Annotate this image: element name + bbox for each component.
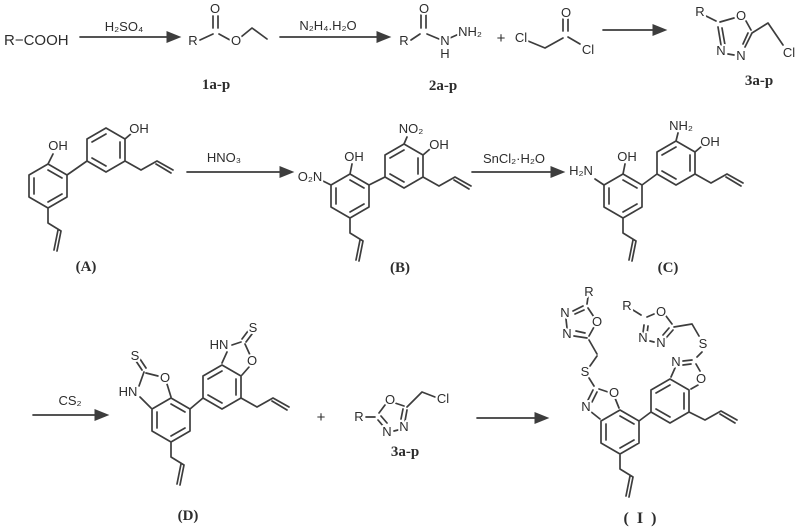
compound-C-diamine: OH H₂N NH₂ OH (C) — [567, 116, 744, 278]
oxadiazole-skeleton — [705, 15, 784, 56]
compound-label-2ap: 2a-p — [429, 78, 457, 94]
atom-o: O — [592, 314, 602, 329]
compound-A-magnolol: OH OH (A) — [28, 119, 174, 277]
compound-chloroacetyl-chloride: Cl O Cl — [513, 3, 596, 59]
atom-s: S — [249, 320, 258, 335]
atom-hn: HN — [119, 384, 138, 399]
atom-r: R — [188, 33, 197, 48]
reactant-rcooh: R−COOH — [4, 32, 69, 49]
atom-n: N — [560, 305, 569, 320]
atom-n: N — [736, 48, 745, 63]
step-nitration: HNO₃ — [186, 148, 295, 178]
atom-oh: OH — [700, 134, 720, 149]
atom-o: O — [696, 371, 706, 386]
atom-nh2: NH₂ — [669, 118, 693, 133]
compound-c-skeleton — [594, 132, 744, 262]
atom-o: O — [385, 392, 395, 407]
atom-o: O — [247, 353, 257, 368]
atom-n: N — [399, 419, 408, 434]
atom-o: O — [210, 1, 220, 16]
atom-o: O — [160, 370, 170, 385]
compound-ester-1ap: R O O 1a-p — [186, 0, 268, 95]
atom-s: S — [581, 364, 590, 379]
atom-s: S — [131, 348, 140, 363]
atom-s: S — [699, 336, 708, 351]
atom-o: O — [561, 5, 571, 20]
compound-label-C: (C) — [658, 260, 679, 276]
atom-o: O — [419, 1, 429, 16]
atom-cl: Cl — [783, 45, 795, 60]
oxadiazole-skeleton — [365, 391, 436, 432]
compound-label-3ap: 3a-p — [391, 444, 419, 460]
atom-hn: HN — [210, 337, 229, 352]
atom-nh2: NH₂ — [458, 24, 482, 39]
compound-B-dinitro: OH O₂N NO₂ OH (B) — [296, 119, 472, 278]
atom-no2: NO₂ — [399, 121, 424, 136]
product-skeleton — [565, 296, 738, 498]
atom-n: N — [716, 43, 725, 58]
atom-cl: Cl — [437, 391, 449, 406]
atom-o: O — [736, 8, 746, 23]
compound-hydrazide-2ap: R O N H NH₂ 2a-p — [397, 0, 484, 96]
compound-label-1ap: 1a-p — [202, 77, 230, 93]
atom-o: O — [231, 33, 241, 48]
atom-oh: OH — [617, 149, 637, 164]
compound-d-skeleton — [135, 330, 290, 486]
reagent-h2so4: H₂SO₄ — [105, 19, 144, 34]
compound-label-I: ( I ) — [624, 510, 659, 527]
reagent-hno3: HNO₃ — [207, 150, 241, 165]
atom-r: R — [399, 33, 408, 48]
step-thionation: CS₂ — [32, 391, 110, 421]
atom-n: N — [656, 335, 665, 350]
atom-h2n: H₂N — [569, 163, 593, 178]
plus-sign: + — [497, 30, 506, 47]
compound-oxadiazole-3ap-bottom: R O N N Cl 3a-p — [352, 389, 451, 462]
atom-r: R — [354, 409, 363, 424]
compound-D-bisbenzoxazolethione: S O HN HN S O (D) — [117, 318, 290, 526]
atom-n: N — [382, 424, 391, 439]
reagent-cs2: CS₂ — [58, 393, 81, 408]
reagent-sncl2: SnCl₂·H₂O — [483, 151, 545, 166]
compound-label-B: (B) — [390, 260, 410, 276]
atom-o: O — [656, 304, 666, 319]
atom-h: H — [440, 46, 449, 61]
compound-I-product: R R N N O O N N S S N O N O ( I ) — [558, 282, 738, 529]
step-reduction: SnCl₂·H₂O — [471, 149, 566, 178]
compound-oxadiazole-3ap-top: R O N N Cl 3a-p — [693, 2, 797, 91]
compound-label-D: (D) — [178, 508, 199, 524]
atom-cl: Cl — [515, 30, 527, 45]
atom-cl: Cl — [582, 42, 594, 57]
atom-r: R — [695, 4, 704, 19]
atom-o2n: O₂N — [298, 169, 323, 184]
atom-oh: OH — [48, 138, 68, 153]
atom-n: N — [638, 330, 647, 345]
atom-n: N — [440, 33, 449, 48]
acyl-chloride-skeleton — [527, 18, 581, 49]
atom-r: R — [622, 298, 631, 313]
atom-n: N — [581, 399, 590, 414]
compound-label-A: (A) — [76, 259, 97, 275]
atom-n: N — [671, 354, 680, 369]
atom-oh: OH — [344, 149, 364, 164]
compound-a-skeleton — [28, 127, 174, 252]
atom-r: R — [584, 284, 593, 299]
step1-esterification: R−COOH H₂SO₄ — [2, 17, 182, 51]
atom-o: O — [609, 385, 619, 400]
plus-sign: + — [317, 409, 326, 426]
atom-n: N — [562, 326, 571, 341]
compound-label-3ap: 3a-p — [745, 73, 773, 89]
reagent-hydrazine: N₂H₄.H₂O — [299, 18, 356, 33]
ester-skeleton — [199, 15, 268, 41]
atom-oh: OH — [129, 121, 149, 136]
step2-hydrazide-formation: N₂H₄.H₂O — [279, 16, 392, 43]
atom-oh: OH — [429, 137, 449, 152]
hydrazide-skeleton — [410, 14, 460, 41]
compound-b-skeleton — [322, 136, 472, 262]
